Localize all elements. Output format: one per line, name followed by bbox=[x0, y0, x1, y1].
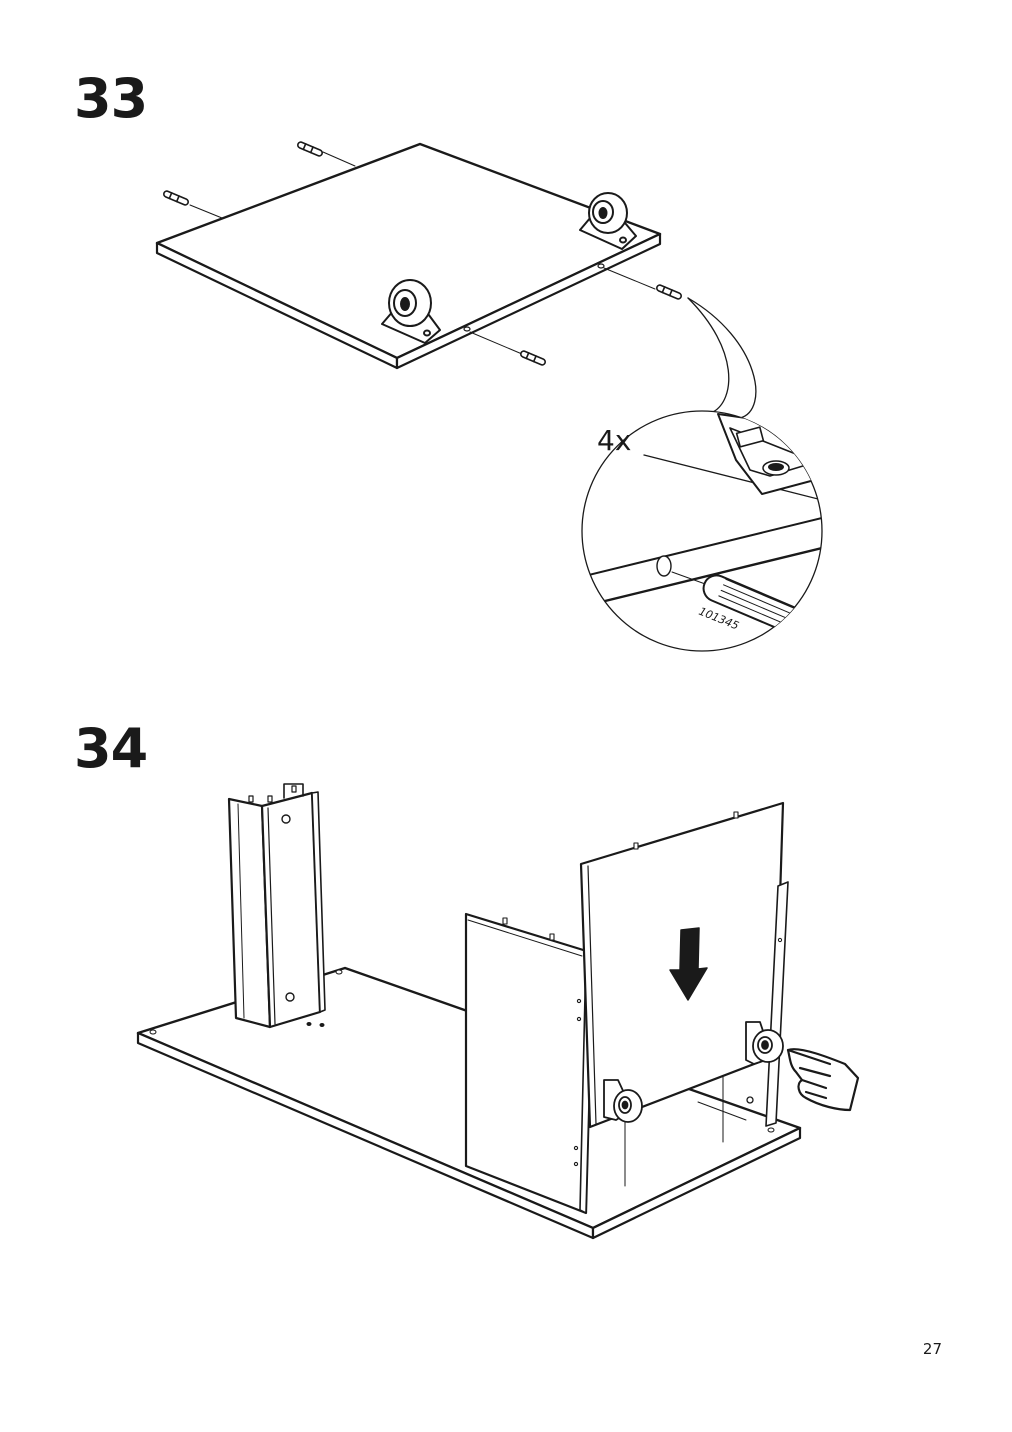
pointing-hand-icon bbox=[786, 1048, 860, 1112]
step-34-illustration bbox=[136, 783, 860, 1240]
step-33-illustration bbox=[155, 141, 823, 652]
step-number-33: 33 bbox=[74, 67, 148, 130]
callout-quantity: 4x bbox=[597, 424, 631, 457]
step-number-34: 34 bbox=[74, 717, 148, 780]
dowel-icon bbox=[162, 141, 683, 366]
page-number: 27 bbox=[922, 1340, 942, 1358]
caster-wheel-icon bbox=[381, 279, 441, 344]
caster-wheel-icon bbox=[603, 1079, 643, 1123]
caster-wheel-icon bbox=[579, 192, 637, 250]
arrow-down-icon bbox=[669, 927, 708, 1001]
base-panel-edge-right bbox=[395, 232, 662, 370]
caster-wheel-icon bbox=[745, 1021, 784, 1104]
side-panel bbox=[464, 912, 595, 1215]
